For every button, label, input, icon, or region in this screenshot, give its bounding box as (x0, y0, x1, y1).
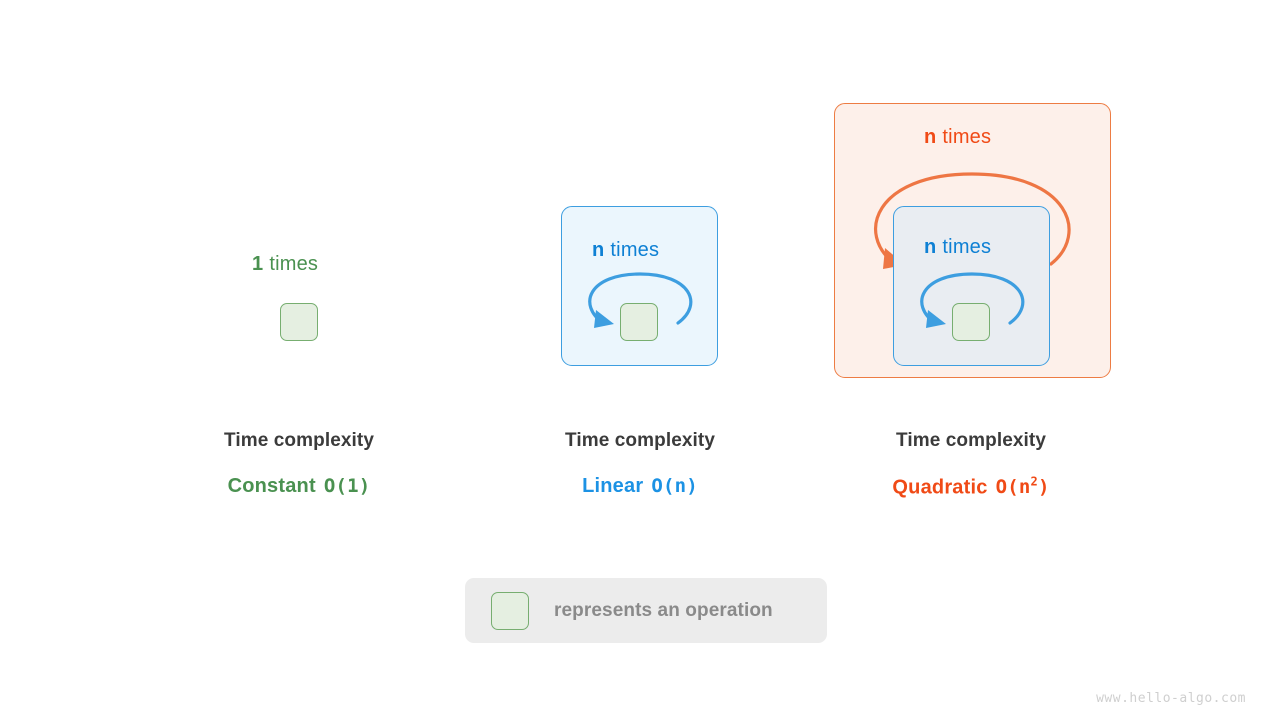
quadratic-caption-value: Quadratic O(n2) (821, 475, 1121, 499)
legend-label: represents an operation (554, 599, 773, 621)
quadratic-inner-count-number: n (924, 236, 937, 258)
linear-caption: Time complexity Linear O(n) (490, 430, 790, 498)
quadratic-complexity-name: Quadratic (892, 476, 988, 499)
quadratic-outer-count-number: n (924, 126, 937, 148)
constant-count-word: times (269, 253, 319, 275)
quadratic-inner-count-word: times (942, 236, 992, 258)
linear-count-number: n (592, 239, 605, 261)
constant-caption-value: Constant O(1) (149, 475, 449, 498)
constant-count-number: 1 (252, 253, 264, 275)
constant-complexity-name: Constant (227, 475, 316, 497)
watermark: www.hello-algo.com (1096, 691, 1246, 706)
operation-square-icon (620, 303, 658, 341)
quadratic-caption: Time complexity Quadratic O(n2) (821, 430, 1121, 499)
quadratic-bigo-tail: ) (1037, 476, 1050, 499)
linear-loop-arrow-icon (588, 272, 693, 328)
linear-bigo: O(n) (651, 475, 698, 497)
linear-caption-value: Linear O(n) (490, 475, 790, 498)
operation-square-icon (952, 303, 990, 341)
quadratic-bigo-base: O(n (995, 476, 1031, 499)
quadratic-bigo-exponent: 2 (1030, 475, 1038, 489)
linear-count-word: times (610, 239, 660, 261)
constant-caption: Time complexity Constant O(1) (149, 430, 449, 498)
legend: represents an operation (465, 578, 827, 643)
quadratic-inner-loop-arrow-icon (920, 272, 1025, 328)
constant-caption-title: Time complexity (223, 430, 375, 451)
constant-bigo: O(1) (323, 475, 371, 497)
quadratic-bigo: O(n2) (995, 475, 1050, 499)
operation-square-icon (280, 303, 318, 341)
quadratic-outer-count-word: times (942, 126, 992, 148)
linear-caption-title: Time complexity (564, 430, 716, 451)
linear-complexity-name: Linear (582, 475, 644, 497)
operation-square-icon (491, 591, 529, 630)
quadratic-caption-title: Time complexity (895, 430, 1047, 451)
